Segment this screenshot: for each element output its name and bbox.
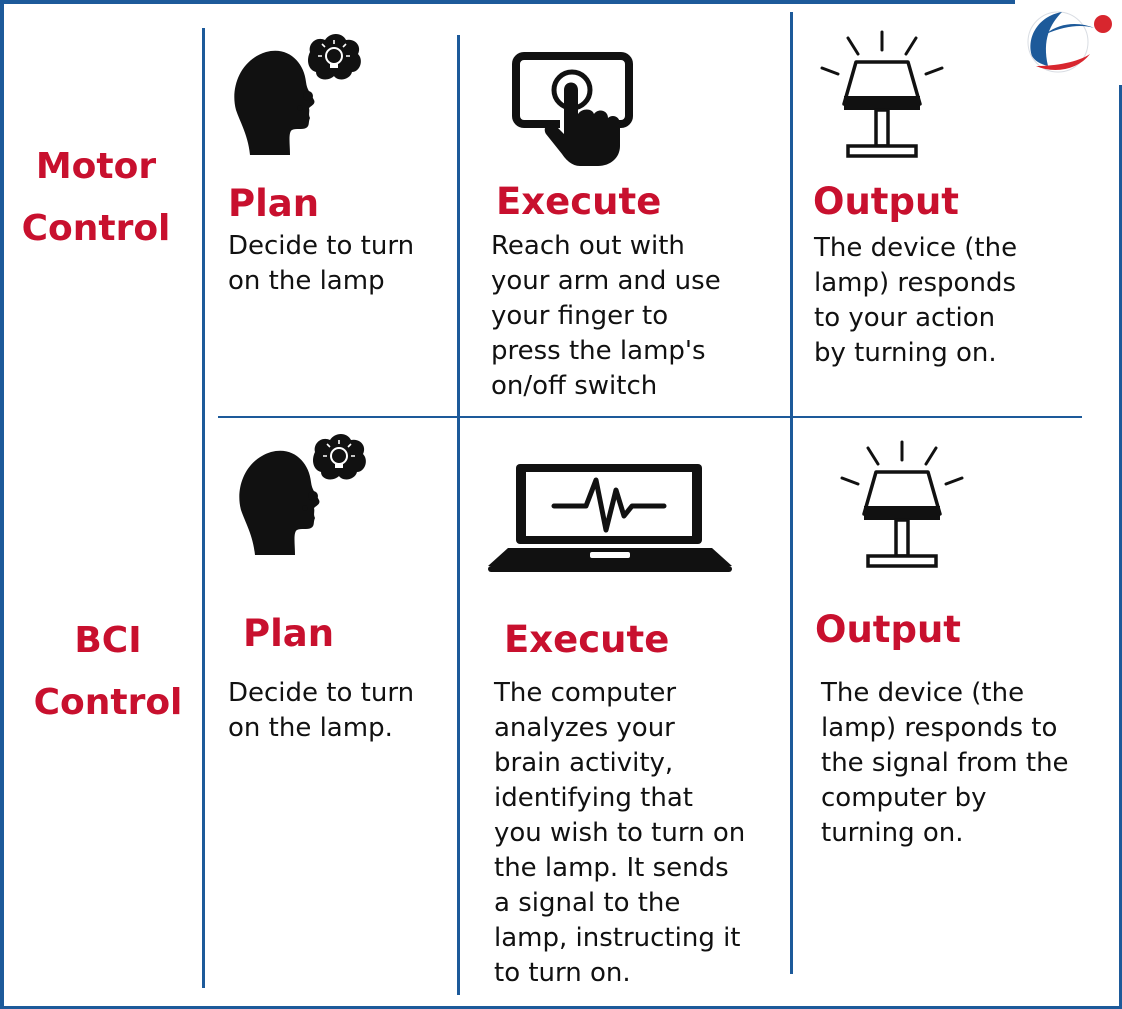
grid-divider-horizontal — [218, 416, 1082, 418]
bci-execute-heading: Execute — [504, 618, 670, 661]
frame-bottom-border — [0, 1006, 1122, 1009]
touch-screen-icon — [512, 52, 633, 166]
grid-divider-1 — [202, 28, 205, 988]
lamp-on-icon — [820, 30, 944, 158]
laptop-heartbeat-icon — [488, 464, 732, 572]
bci-plan-text: Decide to turn on the lamp. — [228, 678, 415, 743]
row-label-motor-line1: Motor — [35, 146, 157, 187]
bci-output-heading: Output — [815, 608, 961, 651]
bci-execute-text: The computer analyzes your brain activit… — [494, 678, 746, 988]
head-thinking-lightbulb-icon — [239, 434, 366, 555]
head-thinking-lightbulb-icon — [234, 34, 361, 155]
grid-divider-3 — [790, 12, 793, 974]
row-label-motor-control: Motor Control — [10, 136, 182, 260]
frame-right-border — [1119, 85, 1122, 1009]
row-label-bci-line1: BCI — [74, 620, 142, 661]
motor-output-heading: Output — [813, 180, 959, 223]
motor-execute-heading: Execute — [496, 180, 662, 223]
motor-output-text: The device (the lamp) responds to your a… — [814, 233, 1018, 368]
motor-plan-heading: Plan — [228, 182, 320, 225]
motor-plan-text: Decide to turn on the lamp — [228, 231, 415, 296]
row-label-bci-line2: Control — [33, 682, 183, 723]
frame-left-border — [0, 0, 4, 1009]
lamp-on-icon — [840, 440, 964, 568]
row-label-bci-control: BCI Control — [22, 610, 194, 734]
globe-logo-icon — [1027, 11, 1112, 73]
row-label-motor-line2: Control — [21, 208, 171, 249]
bci-plan-heading: Plan — [243, 612, 335, 655]
motor-execute-text: Reach out with your arm and use your fin… — [491, 231, 721, 401]
bci-output-text: The device (the lamp) responds to the si… — [821, 678, 1069, 848]
frame-top-border — [0, 0, 1015, 4]
grid-divider-2 — [457, 35, 460, 995]
